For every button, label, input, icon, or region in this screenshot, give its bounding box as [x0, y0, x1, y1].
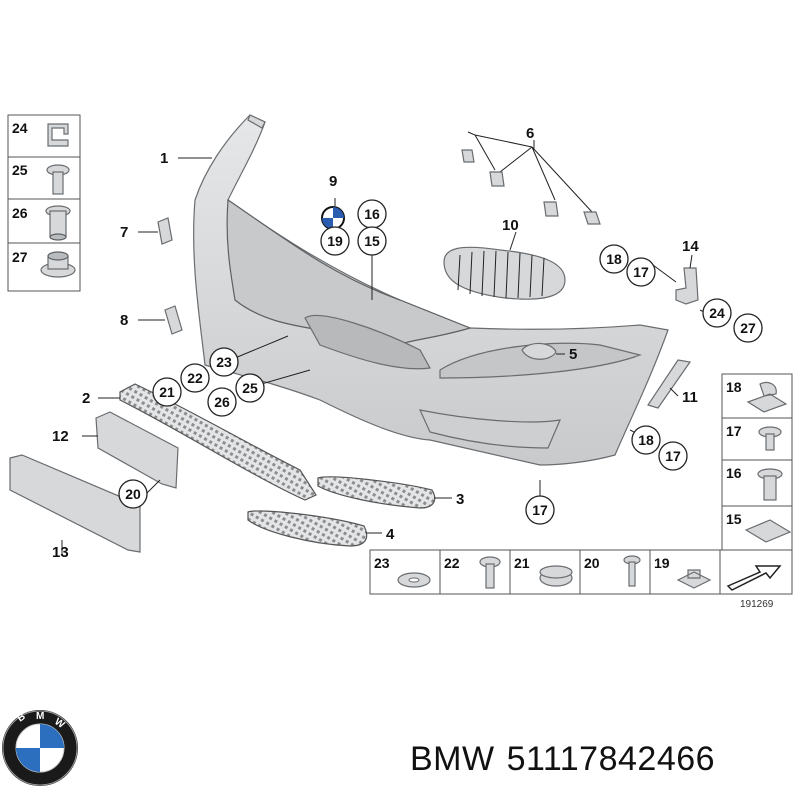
- circled-callouts: 16 19 15 18 17 24 27 23 22 21 25 26 20 1…: [118, 199, 763, 525]
- callout-17-lower: 17: [665, 448, 681, 464]
- diagram-number: 191269: [740, 599, 774, 610]
- caption-part-number: 51117842466: [506, 740, 716, 778]
- arrow-icon: [726, 565, 782, 591]
- callout-21: 21: [159, 384, 175, 400]
- callout-15: 15: [364, 233, 380, 249]
- callout-11: 11: [682, 389, 698, 406]
- part-2-lower-grille: [119, 383, 317, 501]
- front-bumper: [193, 114, 669, 466]
- callout-7: 7: [120, 224, 128, 241]
- part-8-bracket: [164, 305, 183, 335]
- part-12-plate-holder: [95, 411, 179, 489]
- callout-2: 2: [82, 390, 90, 407]
- nut-icon: [40, 251, 76, 278]
- nut-icon: [676, 569, 712, 589]
- callout-3: 3: [456, 491, 464, 508]
- washer-screw-icon: [757, 468, 783, 501]
- callout-4: 4: [386, 526, 395, 543]
- part-caption: BMW 51117842466: [410, 740, 727, 779]
- legend-right-label-18: 18: [726, 379, 742, 395]
- legend-right-label-17: 17: [726, 423, 742, 439]
- legend-right-label-15: 15: [726, 511, 742, 527]
- screw-icon: [46, 164, 70, 195]
- washer-icon: [397, 572, 431, 588]
- callout-10: 10: [502, 217, 519, 234]
- clip-nut-icon: [746, 381, 788, 413]
- leader-lines: [61, 140, 709, 555]
- legend-right-label-16: 16: [726, 465, 742, 481]
- legend-left: 24 25 26 27: [7, 114, 81, 292]
- callout-18-upper: 18: [606, 251, 622, 267]
- legend-right: 18 17 16 15: [721, 373, 793, 551]
- legend-bottom-label-22: 22: [444, 555, 460, 571]
- rivet-icon: [623, 555, 641, 587]
- part-14-bracket: [675, 267, 699, 305]
- part-11-reflector: [647, 359, 692, 409]
- bmw-roundel-icon: B M W: [2, 710, 78, 786]
- callout-22: 22: [187, 370, 203, 386]
- callout-14: 14: [682, 238, 699, 255]
- part-6-sensor-harness: [461, 131, 601, 225]
- callout-20: 20: [125, 486, 141, 502]
- part-13-plate-trim: [9, 454, 141, 553]
- part-5-cover: [521, 342, 557, 360]
- callout-19: 19: [327, 233, 343, 249]
- legend-bottom-label-20: 20: [584, 555, 600, 571]
- callout-26: 26: [214, 394, 230, 410]
- legend-left-label-24: 24: [12, 120, 28, 136]
- callout-8: 8: [120, 312, 128, 329]
- bolt-icon: [479, 556, 501, 589]
- legend-bottom-label-19: 19: [654, 555, 670, 571]
- legend-left-label-25: 25: [12, 162, 28, 178]
- clip-icon: [47, 123, 69, 147]
- callout-24: 24: [709, 305, 725, 321]
- screw-icon: [758, 426, 782, 451]
- callout-1: 1: [160, 150, 168, 167]
- part-3-side-grille: [317, 476, 436, 509]
- part-10-kidney-grille: [443, 246, 566, 300]
- part-9-bmw-badge-icon: [321, 206, 345, 230]
- legend-bottom-label-21: 21: [514, 555, 530, 571]
- callout-9: 9: [329, 173, 337, 190]
- part-7-bracket: [157, 217, 173, 245]
- grommet-icon: [744, 519, 792, 543]
- legend-left-label-27: 27: [12, 249, 28, 265]
- callout-12: 12: [52, 428, 69, 445]
- legend-left-label-26: 26: [12, 205, 28, 221]
- legend-bottom: 23 22 21 20 19 191269: [369, 549, 793, 610]
- part-4-side-grille: [247, 510, 368, 547]
- callout-17-bottom: 17: [532, 502, 548, 518]
- bushing-icon: [45, 205, 71, 241]
- caption-brand: BMW: [410, 740, 495, 778]
- callout-6: 6: [526, 125, 534, 142]
- callout-13: 13: [52, 544, 69, 561]
- callout-18-lower: 18: [638, 432, 654, 448]
- callout-17-upper: 17: [633, 264, 649, 280]
- svg-text:M: M: [36, 711, 44, 722]
- cap-icon: [539, 565, 573, 587]
- callout-16: 16: [364, 206, 380, 222]
- callout-5: 5: [569, 346, 577, 363]
- callout-27: 27: [740, 320, 756, 336]
- callout-25: 25: [242, 380, 258, 396]
- callout-23: 23: [216, 354, 232, 370]
- legend-bottom-label-23: 23: [374, 555, 390, 571]
